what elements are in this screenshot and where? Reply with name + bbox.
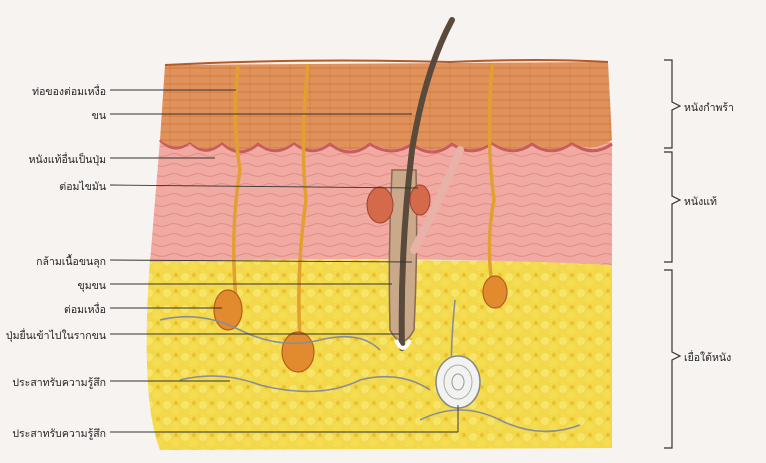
pacinian-corpuscle <box>436 356 480 408</box>
label-sweat-gland: ต่อมเหงื่อ <box>64 301 106 318</box>
epidermis-layer <box>160 62 612 150</box>
subcutis-layer <box>147 258 612 450</box>
label-arrector-pili: กล้ามเนื้อขนลุก <box>36 253 106 270</box>
label-subcutis: เยื่อใต้หนัง <box>684 349 731 366</box>
label-dermal-papilla: หนังแท้อื่นเป็นปุ่ม <box>29 151 106 168</box>
label-sweat-duct: ท่อของต่อมเหงื่อ <box>32 83 106 100</box>
label-epidermis: หนังกำพร้า <box>684 99 734 116</box>
label-hair-follicle: ขุมขน <box>78 277 106 294</box>
label-sebaceous-gland: ต่อมไขมัน <box>59 178 106 195</box>
label-hair-papilla: ปุ่มยื่นเข้าไปในรากขน <box>6 327 106 344</box>
label-hair: ขน <box>92 107 106 124</box>
layer-brackets <box>664 60 680 448</box>
label-sensory-nerve-1: ประสาทรับความรู้สึก <box>12 374 106 391</box>
label-sensory-nerve-2: ประสาทรับความรู้สึก <box>12 425 106 442</box>
label-dermis: หนังแท้ <box>684 193 717 210</box>
